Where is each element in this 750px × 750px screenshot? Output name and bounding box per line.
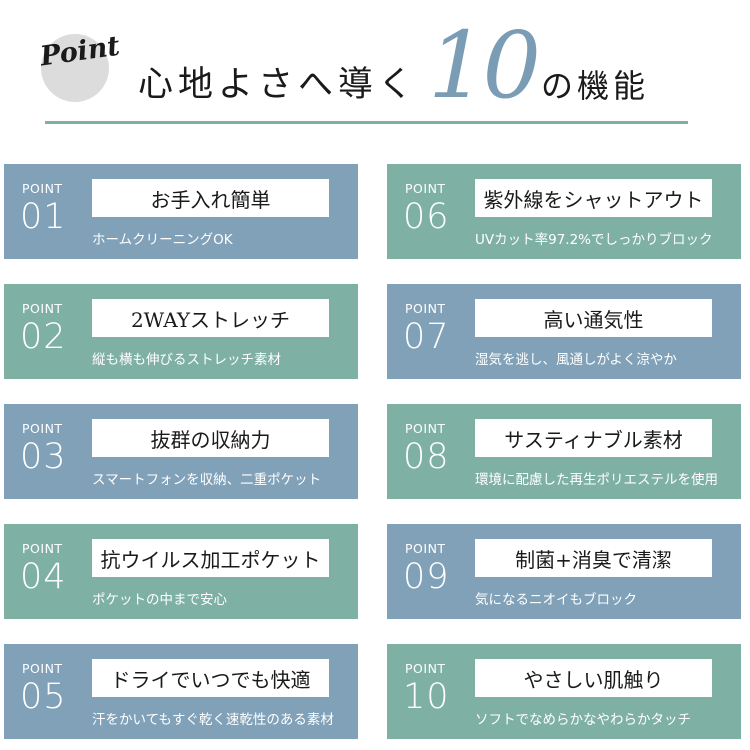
- feature-card-04: POINT 04 抗ウイルス加工ポケット ポケットの中まで安心: [4, 524, 358, 619]
- feature-description: 汗をかいてもすぐ乾く速乾性のある素材: [92, 712, 334, 728]
- headline-number: 10: [428, 12, 541, 119]
- feature-title: 紫外線をシャットアウト: [483, 187, 704, 212]
- feature-title: ドライでいつでも快適: [110, 667, 311, 692]
- feature-title: お手入れ簡単: [150, 187, 271, 212]
- point-label: POINT: [22, 181, 63, 196]
- point-label: POINT: [22, 541, 63, 556]
- feature-title-box: 抗ウイルス加工ポケット: [92, 539, 329, 577]
- point-label: POINT: [405, 301, 446, 316]
- headline-suffix: の機能: [541, 67, 650, 105]
- header-divider: [45, 121, 688, 124]
- feature-card-10: POINT 10 やさしい肌触り ソフトでなめらかなやわらかタッチ: [387, 644, 741, 739]
- feature-title-box: やさしい肌触り: [475, 659, 712, 697]
- feature-description: 気になるニオイもブロック: [475, 592, 637, 608]
- feature-description: 湿気を逃し、風通しがよく涼やか: [475, 352, 677, 368]
- point-label: POINT: [405, 421, 446, 436]
- feature-title-box: 高い通気性: [475, 299, 712, 337]
- feature-description: スマートフォンを収納、二重ポケット: [92, 472, 322, 488]
- feature-title: 制菌+消臭で清潔: [515, 547, 672, 572]
- point-number: 06: [403, 197, 450, 237]
- feature-title-box: ドライでいつでも快適: [92, 659, 329, 697]
- feature-title-box: 2WAYストレッチ: [92, 299, 329, 337]
- point-number: 04: [20, 557, 67, 597]
- point-number: 02: [20, 317, 67, 357]
- point-number: 08: [403, 437, 450, 477]
- feature-description: 環境に配慮した再生ポリエステルを使用: [475, 472, 718, 488]
- feature-title-box: サスティナブル素材: [475, 419, 712, 457]
- feature-description: ソフトでなめらかなやわらかタッチ: [475, 712, 691, 728]
- point-label: POINT: [22, 301, 63, 316]
- feature-card-02: POINT 02 2WAYストレッチ 縦も横も伸びるストレッチ素材: [4, 284, 358, 379]
- point-number: 01: [20, 197, 67, 237]
- feature-title: 抜群の収納力: [150, 427, 271, 452]
- feature-title: 2WAYストレッチ: [130, 307, 291, 332]
- feature-title-box: 抜群の収納力: [92, 419, 329, 457]
- header: Point 心地よさへ導く 10 の機能: [0, 0, 750, 160]
- feature-card-05: POINT 05 ドライでいつでも快適 汗をかいてもすぐ乾く速乾性のある素材: [4, 644, 358, 739]
- feature-description: ホームクリーニングOK: [92, 232, 233, 248]
- point-number: 03: [20, 437, 67, 477]
- point-label: POINT: [405, 181, 446, 196]
- feature-title: サスティナブル素材: [504, 427, 683, 452]
- feature-title: 抗ウイルス加工ポケット: [100, 547, 321, 572]
- point-badge: [41, 34, 109, 102]
- feature-title-box: 制菌+消臭で清潔: [475, 539, 712, 577]
- feature-title: やさしい肌触り: [523, 667, 664, 692]
- point-label: POINT: [22, 421, 63, 436]
- feature-card-06: POINT 06 紫外線をシャットアウト UVカット率97.2%でしっかりブロッ…: [387, 164, 741, 259]
- feature-card-07: POINT 07 高い通気性 湿気を逃し、風通しがよく涼やか: [387, 284, 741, 379]
- point-label: POINT: [405, 661, 446, 676]
- feature-title-box: お手入れ簡単: [92, 179, 329, 217]
- feature-card-08: POINT 08 サスティナブル素材 環境に配慮した再生ポリエステルを使用: [387, 404, 741, 499]
- point-badge-label: Point: [38, 30, 122, 73]
- point-number: 07: [403, 317, 450, 357]
- point-label: POINT: [405, 541, 446, 556]
- point-number: 09: [403, 557, 450, 597]
- feature-title-box: 紫外線をシャットアウト: [475, 179, 712, 217]
- headline-text: 心地よさへ導く: [138, 65, 419, 105]
- feature-description: ポケットの中まで安心: [92, 592, 227, 608]
- feature-title: 高い通気性: [543, 307, 644, 332]
- feature-card-09: POINT 09 制菌+消臭で清潔 気になるニオイもブロック: [387, 524, 741, 619]
- point-label: POINT: [22, 661, 63, 676]
- point-number: 05: [20, 677, 67, 717]
- feature-card-03: POINT 03 抜群の収納力 スマートフォンを収納、二重ポケット: [4, 404, 358, 499]
- feature-card-01: POINT 01 お手入れ簡単 ホームクリーニングOK: [4, 164, 358, 259]
- point-number: 10: [403, 677, 450, 717]
- feature-description: UVカット率97.2%でしっかりブロック: [475, 232, 713, 248]
- feature-description: 縦も横も伸びるストレッチ素材: [92, 352, 281, 368]
